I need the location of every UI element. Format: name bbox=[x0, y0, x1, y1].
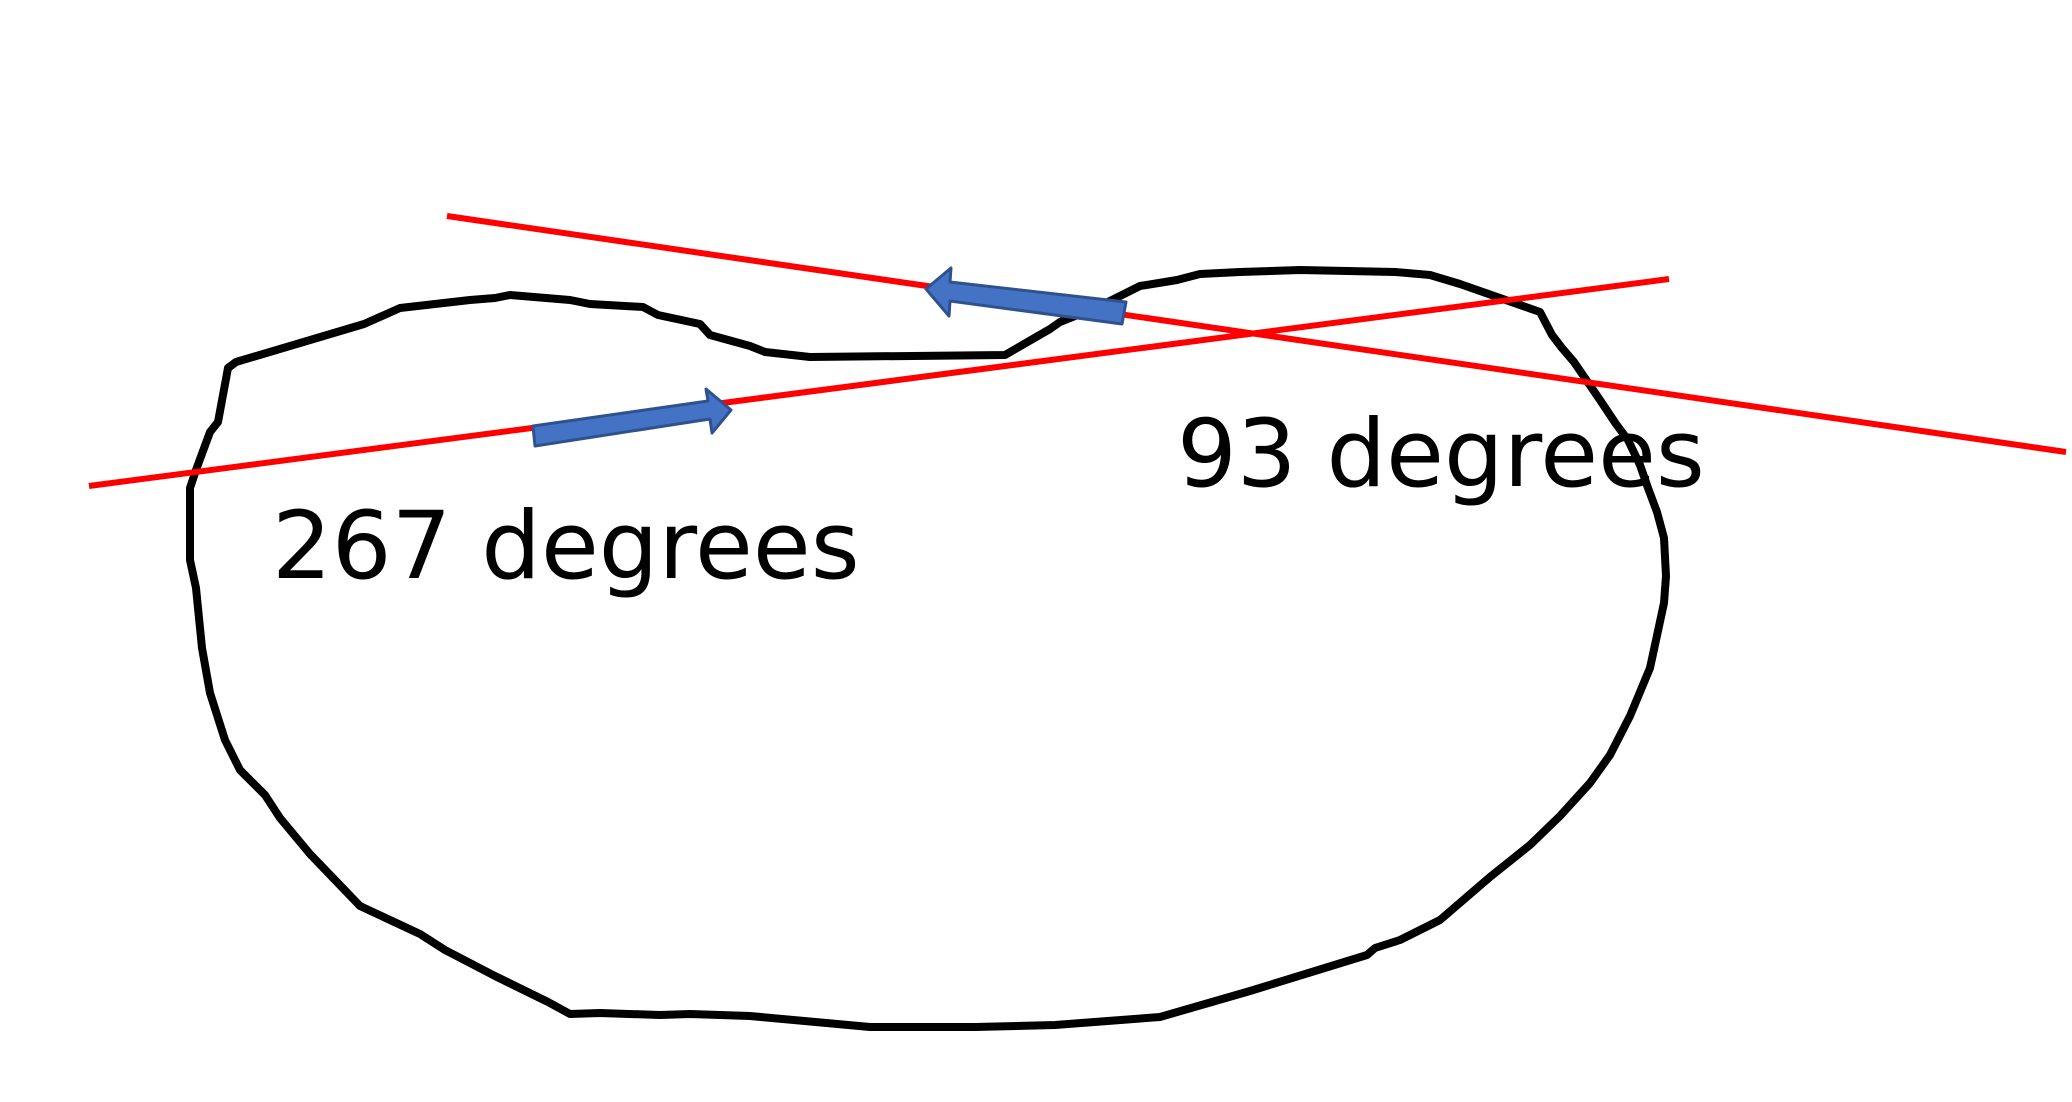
closed-loop-outline bbox=[186, 266, 1670, 1031]
red-line-lower bbox=[88, 276, 1670, 489]
blue-arrow-right-icon bbox=[531, 387, 733, 448]
blue-arrow-left-icon bbox=[924, 266, 1128, 326]
right-angle-label: 93 degrees bbox=[1177, 400, 1705, 509]
left-angle-label: 267 degrees bbox=[272, 492, 860, 601]
